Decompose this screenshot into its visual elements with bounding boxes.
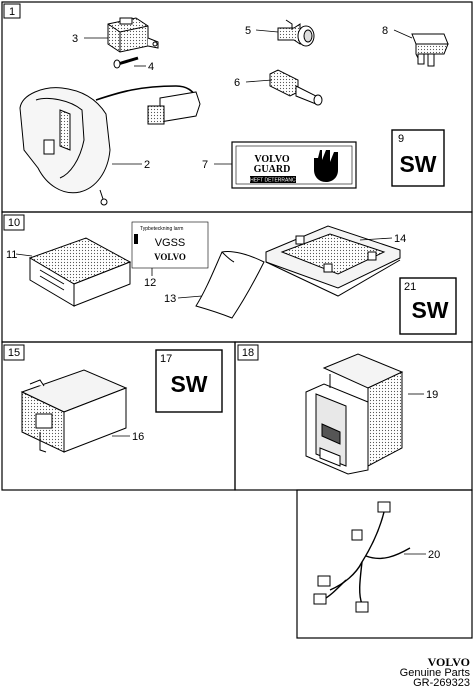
footer-subtitle: Genuine Parts	[400, 667, 471, 679]
label-7-subtitle: THEFT DETERRANCE	[247, 178, 300, 184]
callout-14: 14	[394, 233, 406, 245]
callout-12: 12	[144, 277, 156, 289]
section-10-label: 10	[8, 217, 20, 229]
sw-box-21: 21 SW	[399, 277, 457, 335]
callout-5: 5	[245, 25, 251, 37]
footer-ref: GR-269323	[413, 677, 470, 687]
callout-8: 8	[382, 25, 388, 37]
part-2-siren	[19, 85, 201, 206]
part-19-switch	[305, 353, 404, 475]
section-tab-10: 10	[3, 214, 25, 231]
section-tab-18: 18	[237, 344, 259, 361]
part-8-fuse	[411, 33, 449, 67]
sw-label-9: SW	[399, 151, 436, 177]
callout-6: 6	[234, 77, 240, 89]
section-20-frame	[296, 489, 473, 639]
part-20-harness	[313, 501, 411, 613]
callout-19: 19	[426, 389, 438, 401]
part-11-module	[28, 237, 132, 307]
hand-icon	[314, 150, 338, 182]
part-16-module	[20, 369, 128, 453]
label-12-code: VGSS	[155, 237, 186, 249]
callout-2: 2	[144, 159, 150, 171]
label-7-guard: GUARD	[254, 164, 291, 175]
section-tab-1: 1	[3, 3, 21, 19]
sw-box-17: 17 SW	[155, 349, 223, 413]
callout-20: 20	[428, 549, 440, 561]
callout-16: 16	[132, 431, 144, 443]
callout-17: 17	[160, 353, 172, 365]
callout-7: 7	[202, 159, 208, 171]
section-1-label: 1	[9, 6, 15, 18]
part-13-sheet	[195, 251, 265, 319]
part-5-pin	[277, 19, 315, 47]
callout-21: 21	[404, 281, 416, 293]
section-15-label: 15	[8, 347, 20, 359]
section-tab-15: 15	[3, 344, 25, 361]
part-12-label: Typbeteckning larm VGSS VOLVO	[131, 221, 209, 269]
part-7-label: VOLVO GUARD THEFT DETERRANCE	[231, 141, 357, 189]
label-12-brand: VOLVO	[154, 252, 186, 262]
label-12-heading: Typbeteckning larm	[140, 226, 183, 232]
footer-brand: VOLVO	[428, 655, 470, 669]
callout-11: 11	[6, 249, 17, 261]
part-4-screw	[113, 56, 139, 69]
callout-4: 4	[148, 61, 154, 73]
callout-3: 3	[72, 33, 78, 45]
part-14-bracket	[265, 225, 401, 297]
section-18-label: 18	[242, 347, 254, 359]
sw-label-17: SW	[170, 371, 207, 397]
part-3-relay	[107, 17, 159, 53]
part-6-pin	[269, 69, 323, 106]
sw-box-9: 9 SW	[391, 129, 445, 187]
callout-13: 13	[164, 293, 176, 305]
label-7-brand: VOLVO	[254, 154, 290, 165]
sw-label-21: SW	[411, 297, 448, 323]
callout-9: 9	[398, 133, 404, 145]
